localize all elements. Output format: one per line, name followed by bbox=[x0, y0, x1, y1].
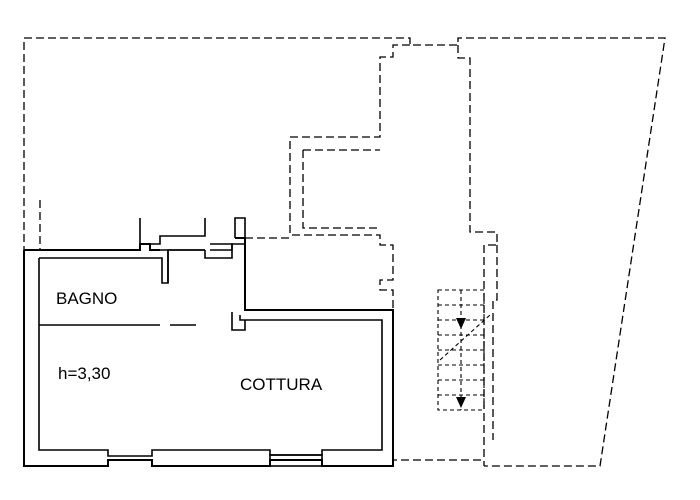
stair-break-line bbox=[439, 314, 491, 361]
room-label-bagno: BAGNO bbox=[56, 289, 117, 308]
boundary-stair-right bbox=[492, 245, 498, 440]
wall-outer-top bbox=[24, 243, 160, 251]
boundary-stair-shaft bbox=[457, 45, 498, 460]
ceiling-height-label: h=3,30 bbox=[58, 364, 110, 383]
boundary-left-block bbox=[23, 37, 666, 467]
unit-walls bbox=[23, 217, 394, 467]
stair-arrow-down-icon bbox=[456, 318, 466, 329]
staircase bbox=[437, 289, 491, 411]
stair-arrow-down-icon bbox=[456, 397, 466, 408]
boundary-top-corridor bbox=[289, 44, 485, 466]
room-label-cottura: COTTURA bbox=[240, 375, 323, 394]
wall-outer bbox=[23, 237, 394, 467]
property-boundary bbox=[23, 37, 666, 467]
shaft-detail-box bbox=[210, 243, 233, 251]
shaft-detail-inner bbox=[204, 217, 246, 259]
boundary-courtyard-left bbox=[302, 150, 380, 229]
shaft-detail bbox=[139, 218, 206, 245]
kitchen-step bbox=[231, 312, 246, 331]
wall-inner-top bbox=[39, 249, 205, 284]
wall-inner bbox=[38, 258, 383, 457]
